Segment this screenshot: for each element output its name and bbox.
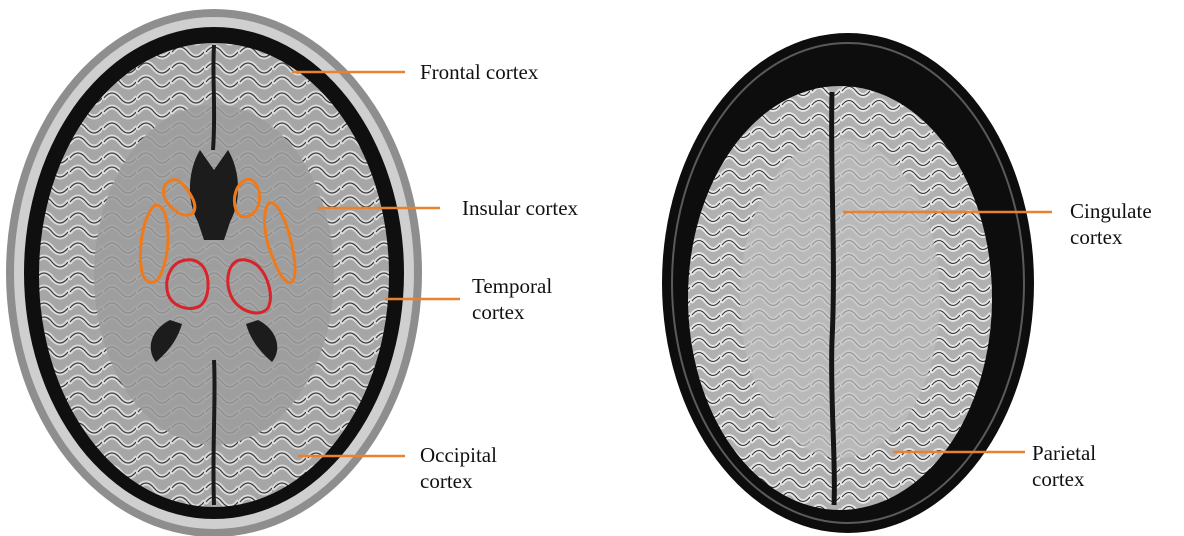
frontal-cortex-text: Frontal cortex	[420, 60, 538, 84]
temporal-cortex-label: Temporal cortex	[472, 273, 552, 325]
parietal-cortex-label: Parietal cortex	[1032, 440, 1096, 492]
cingulate-cortex-line1: Cingulate	[1070, 198, 1152, 224]
superior-axial-brain-mri-slice-icon	[662, 33, 1034, 533]
left-anterior-fissure	[213, 45, 214, 150]
cingulate-cortex-label: Cingulate cortex	[1070, 198, 1152, 250]
left-posterior-fissure	[213, 360, 214, 505]
cingulate-cortex-line2: cortex	[1070, 224, 1152, 250]
temporal-cortex-line1: Temporal	[472, 273, 552, 299]
right-white-matter	[740, 138, 940, 458]
parietal-cortex-line2: cortex	[1032, 466, 1096, 492]
occipital-cortex-line2: cortex	[420, 468, 497, 494]
occipital-cortex-line1: Occipital	[420, 442, 497, 468]
right-midline-fissure	[832, 92, 835, 505]
temporal-cortex-line2: cortex	[472, 299, 552, 325]
insular-cortex-label: Insular cortex	[462, 195, 578, 221]
occipital-cortex-label: Occipital cortex	[420, 442, 497, 494]
parietal-cortex-line1: Parietal	[1032, 440, 1096, 466]
frontal-cortex-label: Frontal cortex	[420, 59, 538, 85]
insular-cortex-text: Insular cortex	[462, 196, 578, 220]
